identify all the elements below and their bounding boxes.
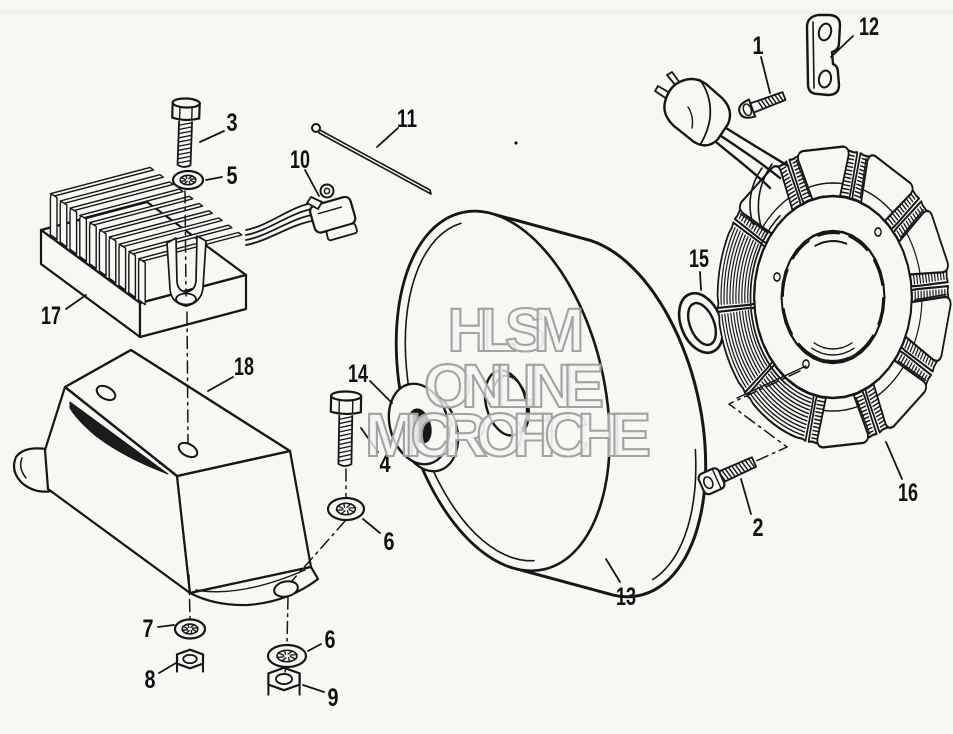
part-stator-16 — [711, 144, 953, 450]
callout-11: 11 — [397, 105, 417, 133]
callout-13: 13 — [616, 583, 636, 611]
leader-line-c5 — [205, 176, 223, 181]
leader-line-c13 — [605, 558, 621, 583]
watermark-line-2: ONLINE — [424, 352, 604, 420]
part-bracket-18 — [12, 348, 320, 607]
leader-line-c18 — [207, 376, 234, 392]
leader-line-c2 — [740, 478, 752, 515]
leader-line-c4 — [360, 427, 379, 453]
part-nut-8 — [175, 648, 205, 673]
part-bolt-4 — [329, 390, 363, 467]
callout-3: 3 — [227, 109, 238, 137]
leader-line-c6r — [362, 518, 381, 534]
part-lockwasher-6-bottom — [266, 643, 308, 669]
watermark-line-1: HLSM — [448, 296, 585, 364]
leader-line-c9 — [302, 684, 325, 693]
callout-7: 7 — [143, 615, 154, 643]
callout-15: 15 — [689, 245, 709, 273]
callout-12: 12 — [859, 13, 879, 41]
leader-line-c12 — [830, 35, 854, 58]
part-pin-11 — [311, 123, 432, 195]
leader-line-c6b — [307, 643, 322, 652]
callout-14: 14 — [348, 360, 368, 388]
part-screw-2 — [697, 456, 757, 496]
leader-line-c10 — [304, 169, 320, 197]
callout-2: 2 — [753, 514, 764, 542]
part-bolt-3 — [171, 97, 201, 168]
callout-6b: 6 — [325, 626, 336, 654]
callout-16: 16 — [898, 479, 918, 507]
regulator-wires — [245, 202, 313, 246]
part-oring-15 — [677, 291, 725, 355]
paper-specks — [158, 141, 518, 465]
leader-line-c3 — [199, 130, 225, 143]
callout-4: 4 — [380, 450, 391, 478]
watermark-line-3: MICROFICHE — [365, 401, 651, 469]
part-regulator-17 — [39, 166, 248, 339]
leader-line-c8 — [158, 662, 177, 674]
leader-line-c17 — [65, 294, 87, 310]
assembly-axis-lines — [184, 190, 807, 673]
callout-9: 9 — [328, 684, 339, 712]
part-screw-1 — [738, 91, 787, 119]
callout-6r: 6 — [384, 528, 395, 556]
part-spacer-washer-14 — [387, 382, 460, 473]
callout-8: 8 — [145, 666, 156, 694]
leader-line-c1 — [760, 56, 771, 94]
leader-line-c7 — [157, 624, 175, 628]
callouts-layer: 1 12 3 5 10 11 17 18 14 4 6 15 13 16 2 7 8 6 9 — [41, 13, 918, 712]
callout-18: 18 — [234, 353, 254, 381]
leader-line-c11 — [376, 127, 399, 148]
callout-10: 10 — [290, 146, 310, 174]
part-lockwasher-6-right — [326, 496, 366, 522]
part-connector-10 — [306, 183, 358, 242]
stator-plug-connector — [654, 71, 732, 147]
leader-line-c15 — [699, 271, 702, 291]
part-nut-9 — [267, 666, 301, 696]
part-flywheel-rotor — [394, 209, 708, 599]
callout-5: 5 — [227, 162, 238, 190]
leader-line-c14 — [369, 380, 393, 404]
leader-line-c16 — [885, 441, 903, 480]
part-lockwasher-7 — [173, 618, 207, 640]
callout-1: 1 — [753, 32, 764, 60]
stator-lead-wires — [714, 126, 790, 231]
part-clamp-bracket-12 — [805, 13, 842, 97]
part-lockwasher-5 — [171, 169, 205, 191]
callout-17: 17 — [41, 302, 61, 330]
scan-artifact-band — [0, 9, 953, 15]
